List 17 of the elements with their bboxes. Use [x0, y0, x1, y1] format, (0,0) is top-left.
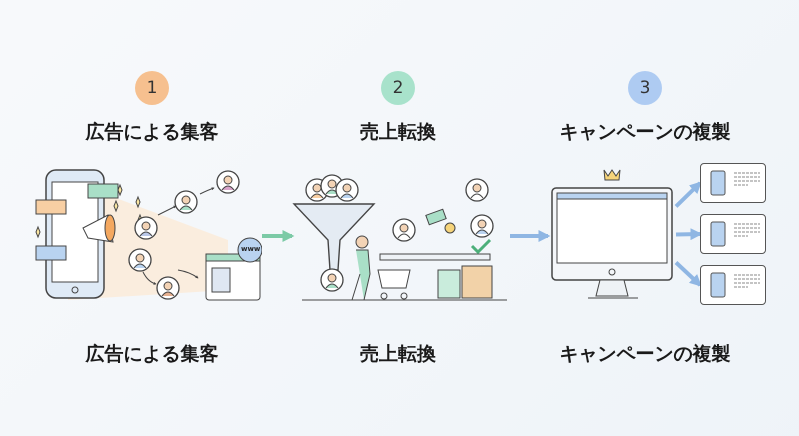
content-card: [700, 214, 766, 254]
step-caption: 売上転換: [360, 342, 436, 367]
arrow: [676, 228, 702, 240]
arrow: [674, 261, 702, 287]
step-caption: 広告による集客: [86, 342, 218, 367]
step-title: 広告による集客: [86, 120, 218, 145]
arrow: [262, 230, 294, 242]
step-caption: キャンペーンの複製: [560, 342, 730, 367]
arrow: [510, 230, 550, 242]
content-card: [700, 163, 766, 203]
step-number-badge: 2: [381, 71, 415, 105]
step-title: 売上転換: [360, 120, 436, 145]
arrow: [674, 181, 702, 208]
step-number-badge: 1: [135, 71, 169, 105]
step-number-badge: 3: [628, 71, 662, 105]
step-title: キャンペーンの複製: [560, 120, 730, 145]
content-card: [700, 265, 766, 305]
